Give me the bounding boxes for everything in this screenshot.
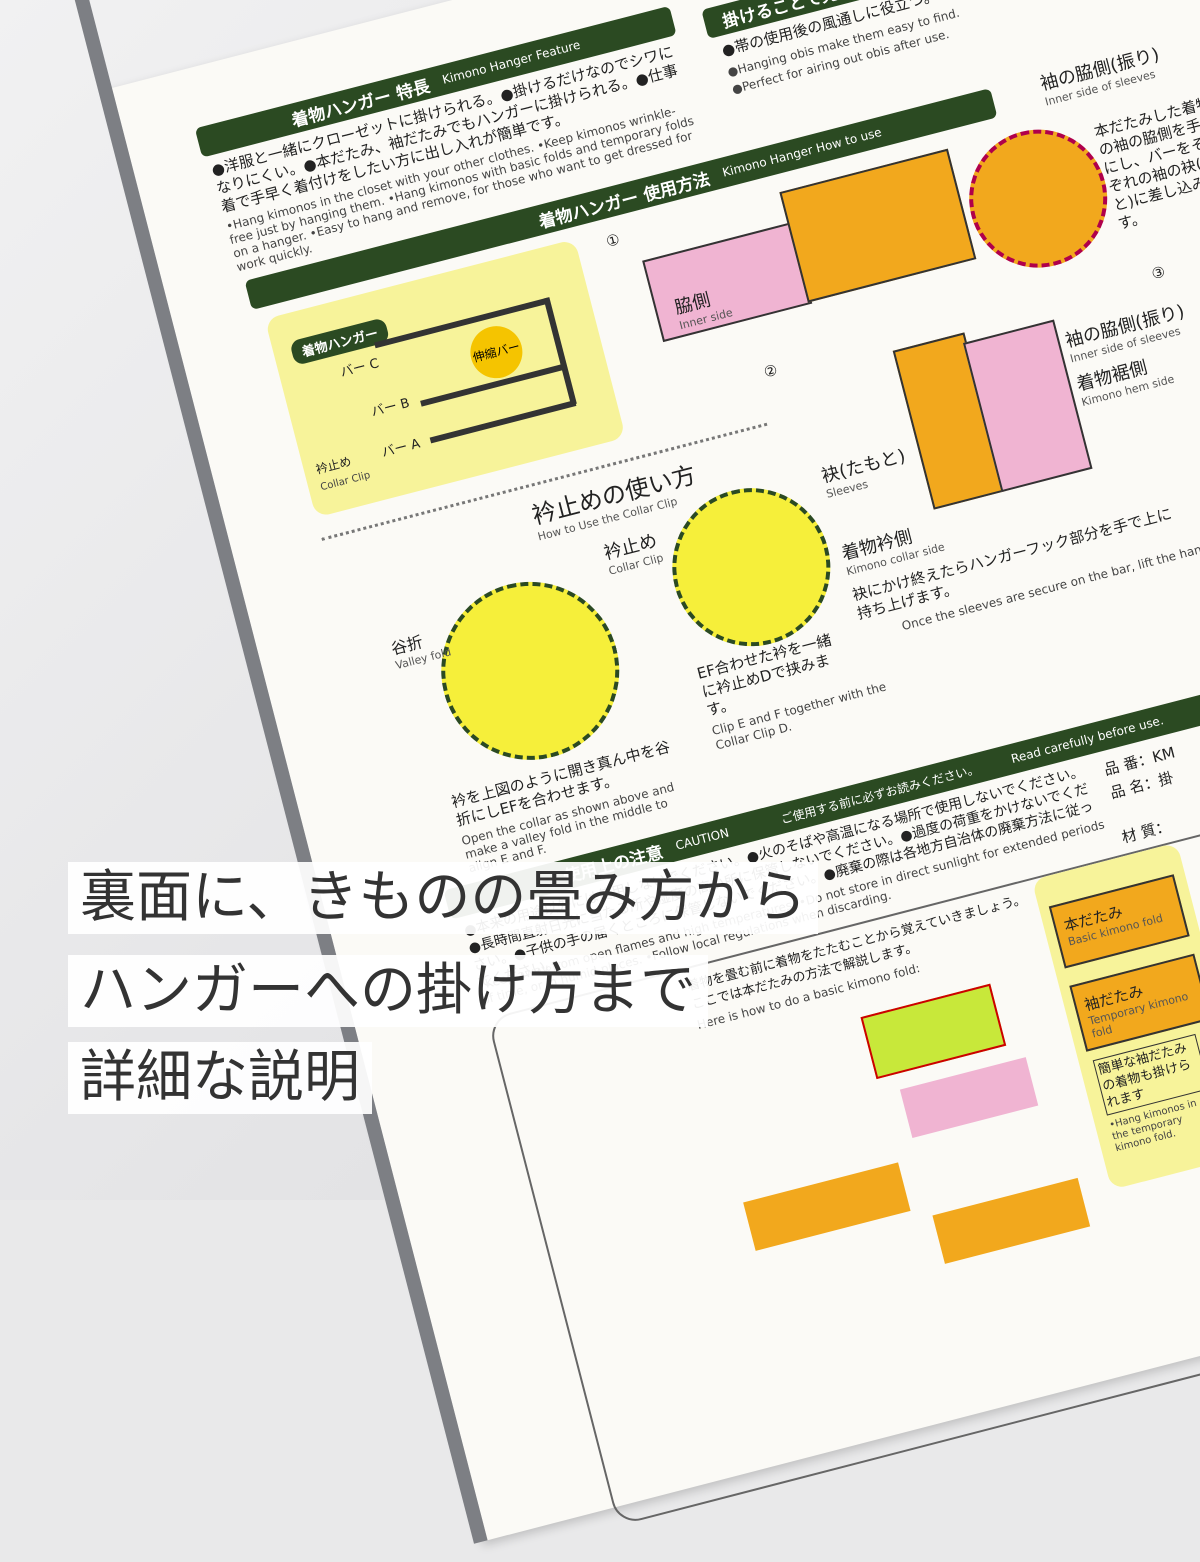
- step-3-number: ③: [1149, 262, 1168, 284]
- bar-b-label: バー B: [369, 395, 412, 421]
- bar-a-label: バー A: [380, 436, 422, 461]
- inner-sleeve-label: 袖の脇側(振り)Inner side of sleeves: [1063, 301, 1187, 366]
- overlay-caption-line-1: 裏面に、きものの畳み方から: [68, 862, 819, 934]
- step-2-number: ②: [761, 360, 780, 382]
- caution-title-en: CAUTION: [673, 825, 731, 853]
- kimono-orange-step1: [779, 148, 977, 303]
- instruction-sheet: 掛けることで見… ●帯の使用後の風通しに役立つ。 ●Hanging obis m…: [23, 0, 1200, 1544]
- step-1-number: ①: [604, 230, 622, 251]
- overlay-caption-line-2: ハンガーへの掛け方まで: [68, 955, 708, 1027]
- fold-step-shape: [899, 1057, 1039, 1139]
- kimono-pink-step1: [642, 222, 813, 343]
- bar-a-shape: [429, 400, 577, 444]
- fold-step-shape: [743, 1162, 911, 1251]
- bar-c-shape: [374, 297, 550, 349]
- right-sleeve-text: 本だたみした着物の袖の脇側を手前にし、バーをそれぞれの袖の袂(たもと)に差し込み…: [1092, 93, 1200, 234]
- fold-step-shape: [860, 983, 1007, 1080]
- sleeve-label: 袂(たもと)Sleeves: [819, 445, 908, 501]
- overlay-caption-line-3: 詳細な説明: [68, 1042, 372, 1114]
- fold-step-shape: [932, 1177, 1091, 1264]
- valley-fold-circle: [421, 562, 639, 780]
- hanger-frame: [543, 297, 577, 406]
- bar-c-label: バー C: [338, 356, 381, 381]
- right-sleeve-heading: 袖の脇側(振り)Inner side of sleeves: [1038, 44, 1162, 109]
